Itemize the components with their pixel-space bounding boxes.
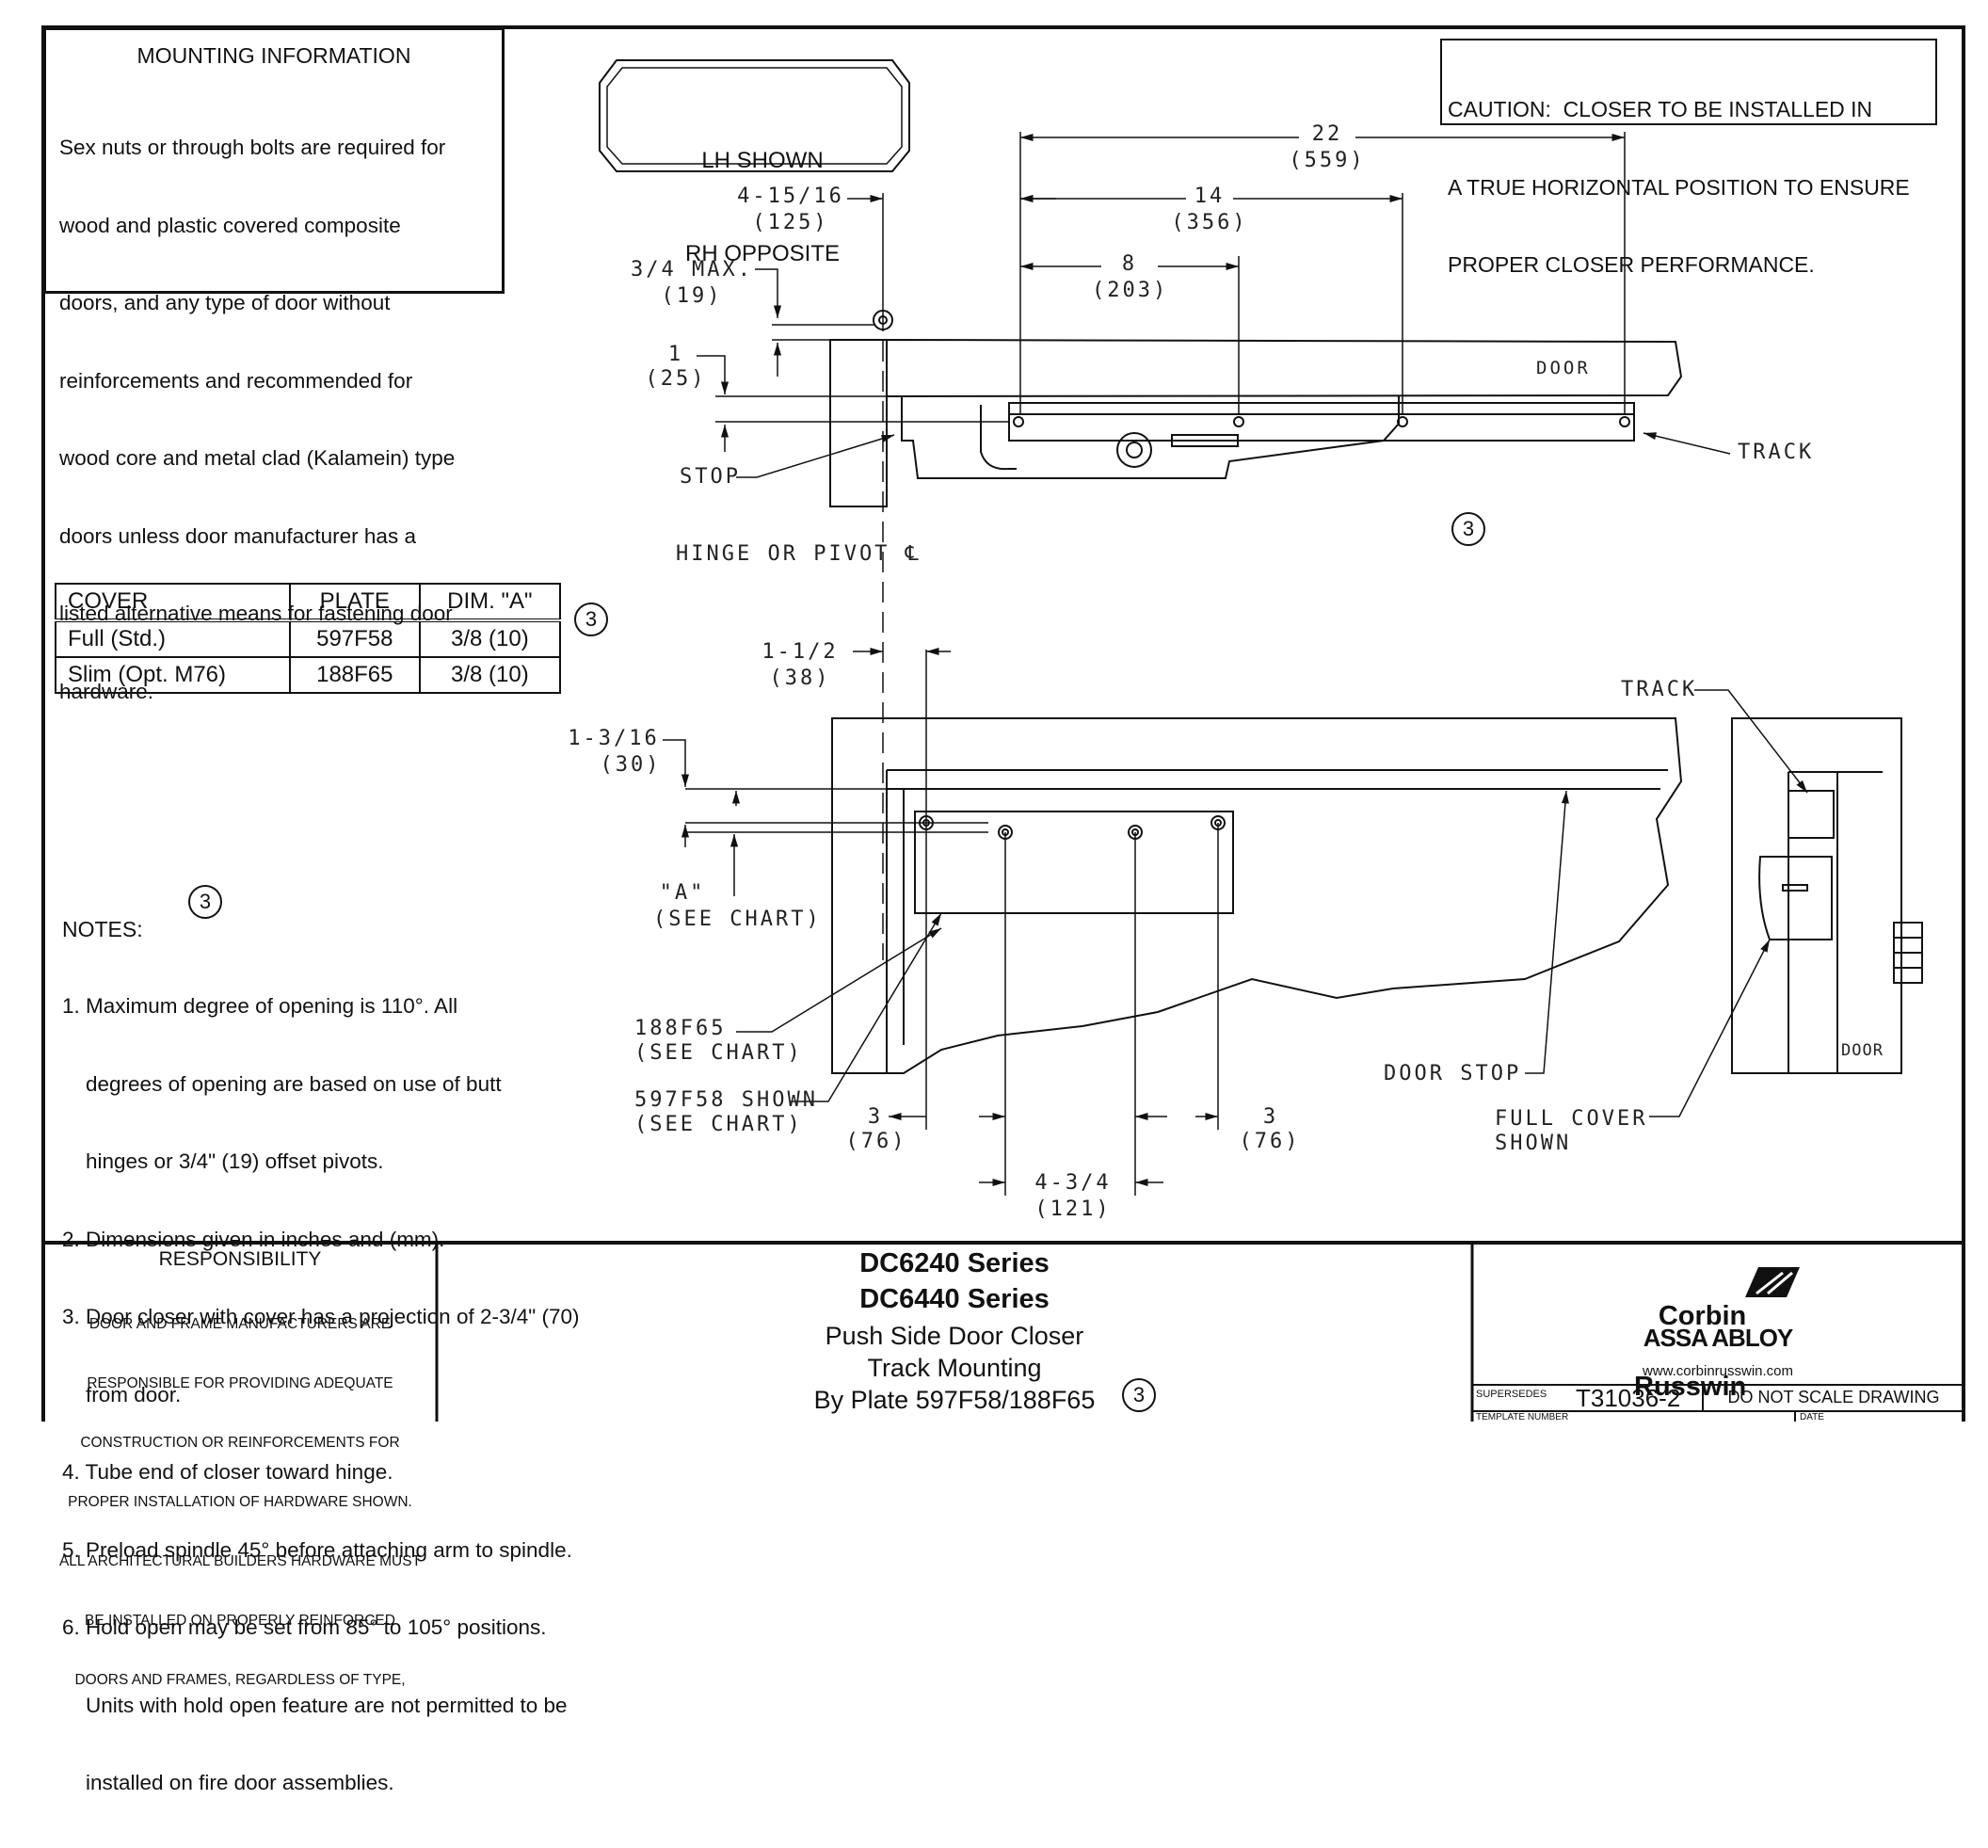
- table-cell: 3/8 (10): [418, 619, 562, 658]
- table-header-cell: COVER: [55, 583, 291, 622]
- dim-1-1-2: 1-1/2: [762, 640, 839, 664]
- dim-14: 14: [1194, 185, 1226, 208]
- dim-4-3-4-mm: (121): [1034, 1197, 1112, 1221]
- plate-597-chart: (SEE CHART): [634, 1113, 803, 1136]
- dim-4-15-16: 4-15/16: [737, 185, 844, 208]
- note-ref-circle-top: 3: [1451, 512, 1485, 546]
- door-label-top: DOOR: [1536, 358, 1591, 378]
- door-label-side: DOOR: [1841, 1041, 1884, 1060]
- table-row: Slim (Opt. M76) 188F65 3/8 (10): [55, 656, 562, 694]
- dim-1-3-16-mm: (30): [600, 753, 662, 777]
- track-label-side: TRACK: [1621, 678, 1698, 701]
- parent-brand: ASSA ABLOY: [1643, 1324, 1794, 1352]
- responsibility-title: RESPONSIBILITY: [158, 1248, 322, 1270]
- mounting-info-title: MOUNTING INFORMATION: [136, 43, 411, 68]
- dim-3-4-max: 3/4 MAX.: [631, 258, 753, 281]
- brand-url: www.corbinrusswin.com: [1642, 1363, 1794, 1379]
- track-label-top: TRACK: [1738, 441, 1815, 464]
- plate-188-chart: (SEE CHART): [634, 1041, 803, 1065]
- do-not-scale-label: DO NOT SCALE DRAWING: [1727, 1388, 1940, 1406]
- drawing-linework: [41, 25, 1965, 1422]
- table-cell: 3/8 (10): [418, 656, 562, 694]
- product-description: Push Side Door Closer: [825, 1322, 1084, 1350]
- hinge-pivot-label: HINGE OR PIVOT ℄: [676, 542, 922, 566]
- mounting-info-box: MOUNTING INFORMATION Sex nuts or through…: [43, 27, 505, 703]
- note-ref-circle-notes: 3: [188, 885, 222, 919]
- dim-3-left-mm: (76): [845, 1130, 907, 1153]
- table-cell: 597F58: [288, 619, 421, 658]
- caution-text: CAUTION: CLOSER TO BE INSTALLED IN A TRU…: [1448, 97, 1910, 277]
- dim-3-right-mm: (76): [1239, 1130, 1301, 1153]
- table-header-row: COVER PLATE DIM. "A": [55, 583, 562, 622]
- table-cell: Slim (Opt. M76): [55, 656, 291, 694]
- caution-box: CAUTION: CLOSER TO BE INSTALLED IN A TRU…: [1440, 39, 1937, 277]
- series-title-2: DC6440 Series: [859, 1284, 1050, 1314]
- plate-597-label: 597F58 SHOWN: [634, 1088, 818, 1112]
- plate-description: By Plate 597F58/188F65: [813, 1386, 1096, 1414]
- dim-a: "A": [659, 881, 706, 905]
- date-label: DATE: [1800, 1412, 1824, 1422]
- template-number-label: TEMPLATE NUMBER: [1476, 1412, 1569, 1422]
- table-cell: 188F65: [288, 656, 421, 694]
- dim-1: 1: [667, 343, 684, 366]
- dim-3-right: 3: [1262, 1105, 1279, 1129]
- dim-8-mm: (203): [1092, 279, 1169, 302]
- divider: [1472, 1384, 1964, 1386]
- dim-4-3-4: 4-3/4: [1034, 1171, 1112, 1195]
- plate-188-label: 188F65: [634, 1017, 727, 1040]
- dim-a-chart: (SEE CHART): [653, 908, 822, 931]
- dim-3-4-max-mm: (19): [661, 284, 723, 308]
- table-cell: Full (Std.): [55, 619, 291, 658]
- divider: [1702, 1384, 1704, 1410]
- dim-22-mm: (559): [1289, 149, 1366, 172]
- stop-label: STOP: [680, 465, 741, 489]
- table-header-cell: DIM. "A": [418, 583, 562, 622]
- dim-1-1-2-mm: (38): [769, 667, 831, 690]
- supersedes-value: T31036-2: [1576, 1384, 1681, 1412]
- dim-22: 22: [1311, 122, 1343, 146]
- notes-title: NOTES:: [62, 917, 143, 941]
- table-header-cell: PLATE: [288, 583, 421, 622]
- divider: [1472, 1410, 1964, 1412]
- dim-4-15-16-mm: (125): [752, 211, 829, 234]
- series-title-1: DC6240 Series: [859, 1248, 1050, 1278]
- full-cover-shown-label: SHOWN: [1495, 1132, 1572, 1155]
- hand-label: LH SHOWN RH OPPOSITE: [684, 148, 841, 266]
- divider: [1794, 1410, 1796, 1422]
- front-view: [685, 650, 1923, 1196]
- mounting-type: Track Mounting: [867, 1354, 1042, 1382]
- top-view: [715, 132, 1683, 960]
- note-ref-circle-table: 3: [574, 603, 608, 636]
- dim-14-mm: (356): [1171, 211, 1248, 234]
- dim-1-3-16: 1-3/16: [568, 727, 660, 750]
- table-row: Full (Std.) 597F58 3/8 (10): [55, 619, 562, 658]
- note-ref-circle-title: 3: [1122, 1378, 1156, 1412]
- supersedes-label: SUPERSEDES: [1476, 1389, 1547, 1400]
- brand-logo: Corbin Russwin: [1634, 1301, 1747, 1402]
- full-cover-label: FULL COVER: [1495, 1107, 1648, 1131]
- responsibility-text: DOOR AND FRAME MANUFACTURERS ARE RESPONS…: [58, 1316, 422, 1688]
- dim-3-left: 3: [867, 1105, 884, 1129]
- dim-8: 8: [1121, 252, 1138, 276]
- dim-1-mm: (25): [645, 367, 707, 391]
- cover-plate-table: COVER PLATE DIM. "A" Full (Std.) 597F58 …: [55, 583, 562, 694]
- drawing-sheet: MOUNTING INFORMATION Sex nuts or through…: [41, 25, 1965, 1794]
- door-stop-label: DOOR STOP: [1384, 1062, 1522, 1085]
